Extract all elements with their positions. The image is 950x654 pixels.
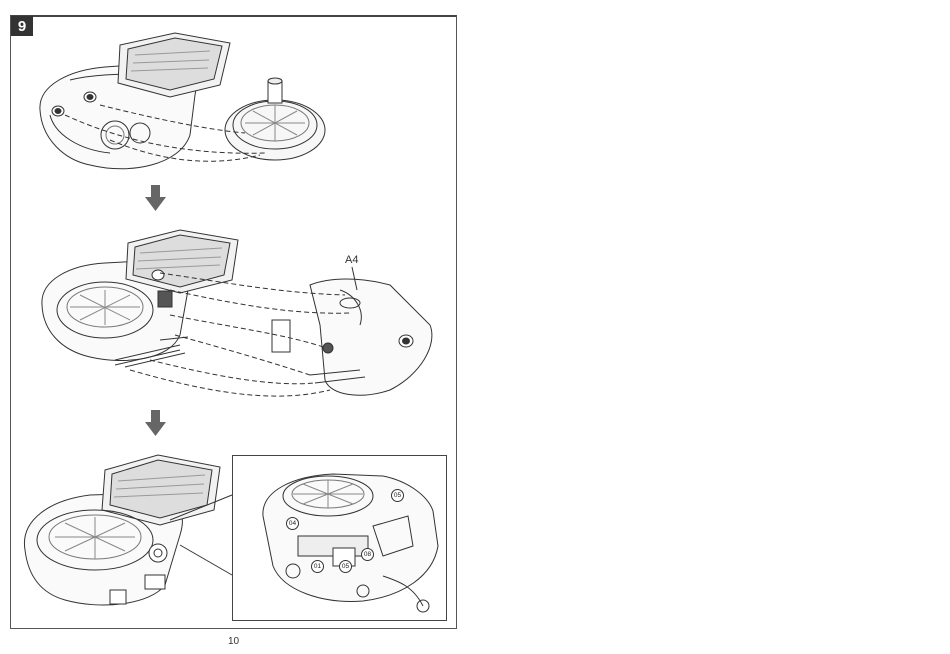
part-tag: 04: [286, 517, 299, 530]
part-tag: 05: [339, 560, 352, 573]
wheel-part: [225, 78, 325, 160]
step-stage-3: [24, 455, 232, 605]
part-tag: 05: [391, 489, 404, 502]
part-callout-a4: A4: [345, 254, 358, 266]
down-arrow-icon: [145, 185, 166, 211]
part-tag: 01: [311, 560, 324, 573]
down-arrow-icon: [145, 410, 166, 436]
page-number: 10: [228, 636, 239, 647]
step-stage-2: [42, 230, 432, 396]
part-tag: 08: [361, 548, 374, 561]
step-stage-1: [40, 33, 325, 169]
solar-panel-3: [102, 455, 220, 525]
solar-panel-2: [126, 230, 238, 293]
detail-inset: 05 04 08 01 05: [232, 455, 447, 621]
solar-panel: [118, 33, 230, 97]
detail-illustration: [233, 456, 446, 620]
